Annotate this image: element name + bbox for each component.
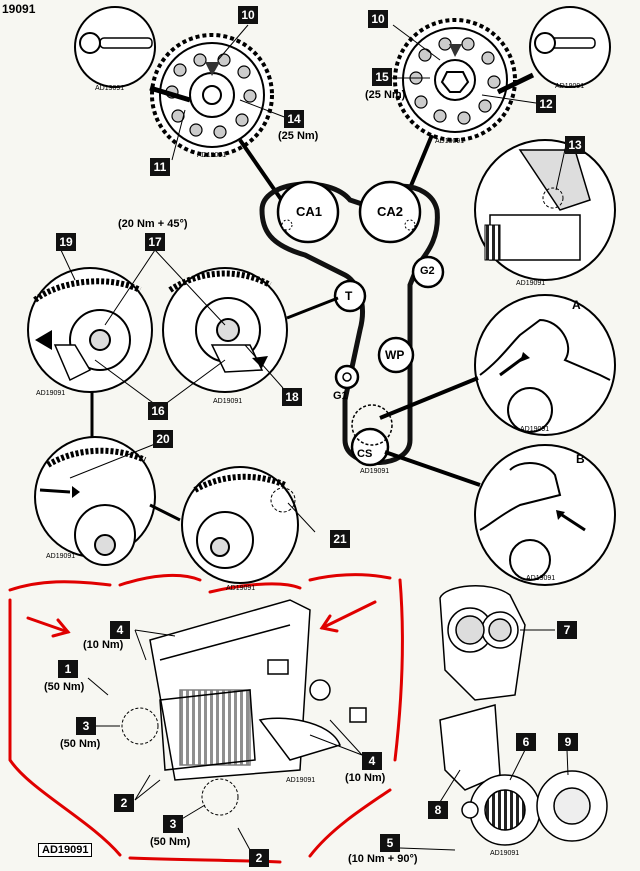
pulley-label-cs: CS (357, 448, 373, 460)
torque-3-upper: (50 Nm) (60, 738, 101, 750)
callout-16: 16 (148, 402, 168, 420)
tensioner-detail-18 (162, 267, 288, 393)
figure-code-caption: AD19091 (520, 426, 550, 433)
pulley-t (333, 279, 367, 313)
callout-14: 14 (284, 110, 304, 128)
torque-1: (50 Nm) (44, 681, 85, 693)
pulley-cs (350, 427, 390, 467)
pulley-label-g2: G2 (420, 265, 435, 277)
torque-4-top: (10 Nm) (83, 639, 124, 651)
callout-13: 13 (565, 136, 585, 154)
torque-15: (25 Nm) (365, 89, 406, 101)
figure-code-caption: AD19091 (95, 85, 125, 92)
figure-code-caption: AD19091 (516, 280, 546, 287)
callout-5: 5 (380, 834, 400, 852)
figure-code-caption: AD19091 (360, 468, 390, 475)
callout-2-upper: 2 (114, 794, 134, 812)
torque-3-lower: (50 Nm) (150, 836, 191, 848)
right-camshaft-sprocket (393, 18, 517, 142)
callout-10-right: 10 (368, 10, 388, 28)
callout-21: 21 (330, 530, 350, 548)
tensioner-detail-19 (27, 267, 153, 393)
left-camshaft-sprocket (150, 33, 274, 157)
callout-7: 7 (557, 621, 577, 639)
torque-5: (10 Nm + 90°) (348, 853, 418, 865)
detail-a-circle (474, 294, 616, 436)
callout-1: 1 (58, 660, 78, 678)
crankshaft-sprocket-cover (536, 770, 608, 842)
callout-8: 8 (428, 801, 448, 819)
detail-letter-b: B (576, 452, 585, 466)
document-id: 19091 (2, 2, 36, 16)
callout-10-left: 10 (238, 6, 258, 24)
pulley-label-ca2: CA2 (377, 204, 404, 219)
pulley-ca1 (276, 180, 340, 244)
figure-code-caption: AD19091 (490, 850, 520, 857)
figure-code-caption: AD19091 (36, 390, 66, 397)
callout-20: 20 (153, 430, 173, 448)
figure-code-caption: AD19091 (286, 777, 316, 784)
callout-11: 11 (150, 158, 170, 176)
callout-3-upper: 3 (76, 717, 96, 735)
callout-19: 19 (56, 233, 76, 251)
tensioner-detail-21 (181, 466, 299, 584)
pulley-label-wp: WP (385, 348, 405, 362)
detail-13-circle (474, 139, 616, 281)
pulley-g2 (411, 255, 445, 289)
pulley-label-t: T (345, 289, 353, 303)
tensioner-detail-20 (34, 436, 156, 566)
red-annotations (8, 573, 404, 864)
figure-code-caption: AD19091 (435, 138, 465, 145)
callout-15: 15 (372, 68, 392, 86)
figure-code-caption: AD19091 (213, 398, 243, 405)
pulley-wp (377, 336, 415, 374)
callout-2-lower: 2 (249, 849, 269, 867)
callout-3-lower: 3 (163, 815, 183, 833)
left-locking-pin-inset (74, 6, 191, 103)
callout-17: 17 (145, 233, 165, 251)
figure-code-caption: AD19091 (197, 152, 227, 159)
callout-18: 18 (282, 388, 302, 406)
torque-17: (20 Nm + 45°) (118, 218, 188, 230)
callout-9: 9 (558, 733, 578, 751)
crankshaft-pulley (461, 774, 541, 846)
reference-code-box: AD19091 (38, 843, 93, 857)
callout-4-bottom: 4 (362, 752, 382, 770)
callout-12: 12 (536, 95, 556, 113)
torque-14: (25 Nm) (278, 130, 319, 142)
figure-code-caption: AD19091 (226, 585, 256, 592)
pulley-label-ca1: CA1 (296, 204, 323, 219)
front-end-assembly (149, 599, 367, 781)
detail-b-circle (474, 444, 616, 586)
detail-letter-a: A (572, 298, 581, 312)
figure-code-caption: AD19091 (526, 575, 556, 582)
pulley-label-g1: G1 (333, 390, 348, 402)
figure-code-caption: AD19091 (46, 553, 76, 560)
right-locking-pin-inset (496, 6, 611, 95)
figure-code-caption: AD19091 (555, 83, 585, 90)
torque-4-bottom: (10 Nm) (345, 772, 386, 784)
callout-6: 6 (516, 733, 536, 751)
callout-4-top: 4 (110, 621, 130, 639)
timing-cover (439, 585, 526, 701)
